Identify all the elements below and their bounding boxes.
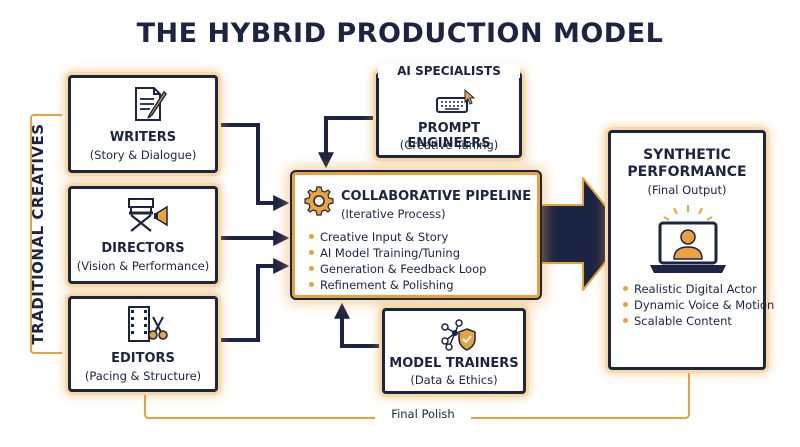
pipeline-step: Generation & Feedback Loop [309,261,486,277]
pipeline-name: COLLABORATIVE PIPELINE [341,189,532,204]
directors-sub: (Vision & Performance) [76,259,210,273]
output-name-line1: SYNTHETIC [643,147,731,163]
laptop-avatar-icon [650,205,726,273]
pipeline-step: Creative Input & Story [309,229,486,245]
writers-sub: (Story & Dialogue) [89,148,197,162]
editors-name: EDITORS [111,351,175,366]
output-feature: Scalable Content [623,313,774,329]
prompt-engineers-sub: (Creative Tuning) [399,138,499,152]
diagram-title: THE HYBRID PRODUCTION MODEL [136,18,664,49]
prompt-engineers-name: PROMPT ENGINEERS [407,121,491,151]
pipeline-sub: (Iterative Process) [341,207,446,221]
output-feature: Realistic Digital Actor [623,281,774,297]
editors-to-pipeline-arrow [218,258,290,342]
collaborative-pipeline-box[interactable]: COLLABORATIVE PIPELINE (Iterative Proces… [292,172,540,298]
writers-to-pipeline-arrow [218,123,290,211]
synthetic-performance-box[interactable]: SYNTHETIC PERFORMANCE (Final Output) Rea… [608,130,774,370]
directors-name: DIRECTORS [101,241,185,256]
output-features: Realistic Digital Actor Dynamic Voice & … [623,281,774,329]
model-trainers-name: MODEL TRAINERS [389,356,519,371]
editors-sub: (Pacing & Structure) [84,369,202,383]
prompt-engineers-box[interactable]: PROMPT ENGINEERS (Creative Tuning) [376,72,522,158]
directors-box[interactable]: DIRECTORS (Vision & Performance) [68,186,218,284]
writers-name: WRITERS [109,130,177,145]
document-pen-icon [135,87,167,121]
pipeline-steps: Creative Input & Story AI Model Training… [309,229,486,293]
gear-icon [304,186,334,216]
prompt-to-pipeline-arrow [318,116,376,169]
traditional-creatives-label: TRADITIONAL CREATIVES [29,123,47,345]
writers-box[interactable]: WRITERS (Story & Dialogue) [68,75,218,173]
ai-specialists-label: AI SPECIALISTS [378,64,520,78]
traditional-bracket [30,114,62,354]
keyboard-cursor-icon [436,88,475,113]
pipeline-step: AI Model Training/Tuning [309,245,486,261]
editors-box[interactable]: EDITORS (Pacing & Structure) [68,296,218,392]
network-shield-icon [441,319,476,351]
model-trainers-box[interactable]: MODEL TRAINERS (Data & Ethics) [382,308,526,394]
film-scissors-icon [128,306,168,342]
final-polish-label: Final Polish [375,407,471,421]
director-chair-megaphone-icon [128,198,168,232]
output-name-line2: PERFORMANCE [627,164,747,180]
pipeline-to-output-arrow [539,177,629,291]
output-sub: (Final Output) [647,183,727,197]
output-feature: Dynamic Voice & Motion [623,297,774,313]
model-trainers-sub: (Data & Ethics) [410,373,498,387]
pipeline-step: Refinement & Polishing [309,277,486,293]
trainers-to-pipeline-arrow [334,302,382,348]
